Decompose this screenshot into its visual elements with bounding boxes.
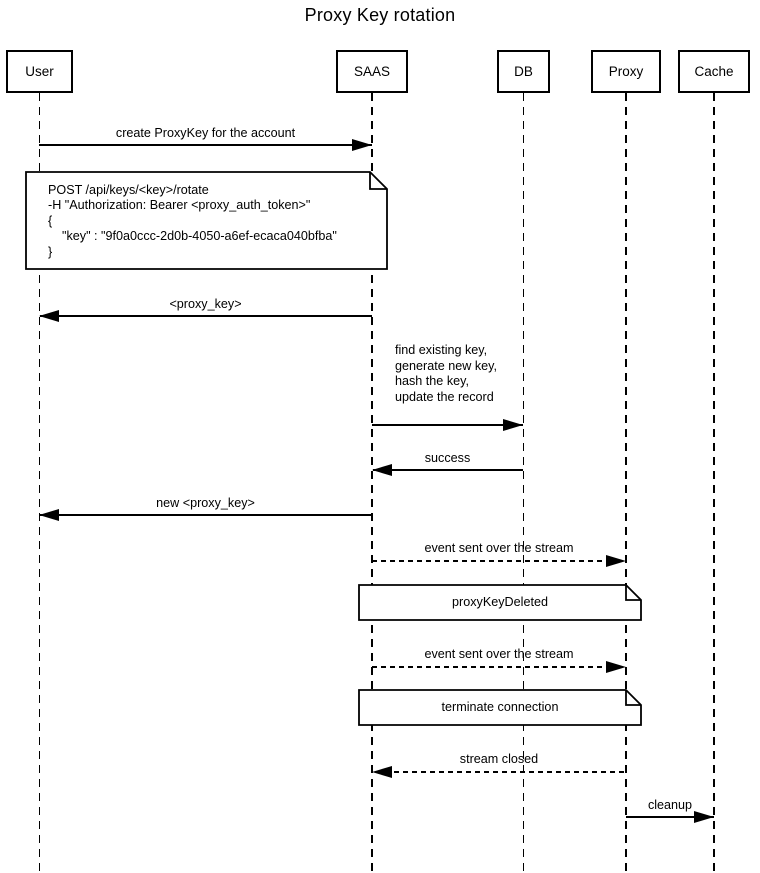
message-label-success: success [424,451,471,465]
note-text: terminate connection [441,699,559,714]
note-proxykey-deleted: proxyKeyDeleted [358,584,642,621]
note-shape [358,689,642,726]
participant-user: User [6,50,73,93]
message-label-event-stream-1: event sent over the stream [424,541,574,555]
message-line-dashed [372,666,622,668]
message-label-proxy-key: <proxy_key> [169,297,242,311]
arrowhead-left [372,463,392,476]
note-shape [25,171,388,270]
lifeline-proxy [625,93,627,873]
message-line [626,816,714,818]
participant-proxy: Proxy [591,50,661,93]
message-line [40,514,372,516]
arrowhead-right [606,660,626,673]
message-line [40,315,372,317]
participant-label: Cache [694,64,734,79]
lifeline-saas [371,93,373,873]
participant-label: DB [514,64,533,79]
lifeline-user [38,93,41,873]
message-label-event-stream-2: event sent over the stream [424,647,574,661]
note-post-api-request: POST /api/keys/<key>/rotate -H "Authoriz… [25,171,388,270]
message-line [39,144,372,146]
participant-saas: SAAS [336,50,408,93]
arrowhead-right [352,138,372,151]
participant-label: User [25,64,54,79]
lifeline-db [522,93,525,873]
note-terminate-connection: terminate connection [358,689,642,726]
arrowhead-right [694,810,714,823]
message-line [373,469,523,471]
message-line [372,424,523,426]
diagram-title: Proxy Key rotation [304,5,456,25]
arrowhead-left [39,309,59,322]
message-label-stream-closed: stream closed [459,752,539,766]
participant-label: SAAS [353,64,391,79]
participant-db: DB [497,50,550,93]
message-label-cleanup: cleanup [647,798,693,812]
message-line-dashed [376,771,626,773]
arrowhead-right [606,554,626,567]
message-label-db-update: find existing key, generate new key, has… [395,343,497,404]
lifeline-cache [713,93,715,873]
participant-cache: Cache [678,50,750,93]
note-shape [358,584,642,621]
note-text: proxyKeyDeleted [452,594,548,609]
message-label-new-proxy-key: new <proxy_key> [156,496,255,510]
arrowhead-left [372,765,392,778]
arrowhead-left [39,508,59,521]
participant-label: Proxy [608,64,644,79]
message-label-create-proxykey: create ProxyKey for the account [115,126,296,140]
arrowhead-right [503,418,523,431]
note-text: POST /api/keys/<key>/rotate -H "Authoriz… [48,183,337,259]
message-line-dashed [372,560,622,562]
